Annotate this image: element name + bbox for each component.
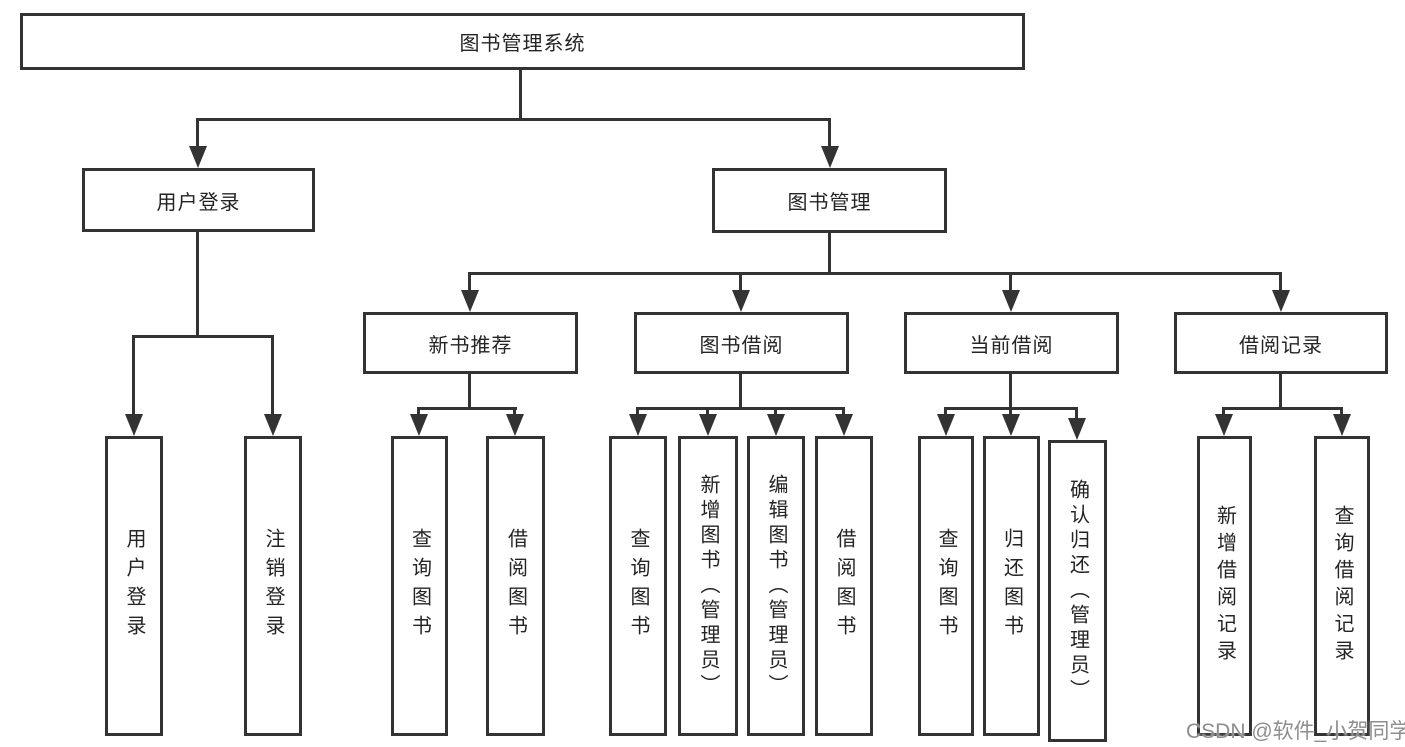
connector-line: [636, 407, 639, 418]
arrow-down-icon: [410, 414, 428, 436]
node-label: 图书管理: [787, 192, 872, 214]
connector-line: [637, 407, 845, 410]
connector-line: [469, 272, 1282, 275]
leaf-add-borrow-record: 新增借阅记录: [1197, 436, 1252, 736]
leaf-label: 归还图书: [1000, 528, 1023, 644]
leaf-query-books-borrow: 查询图书: [609, 436, 667, 736]
connector-line: [1279, 374, 1282, 409]
leaf-label: 编辑图书（管理员）: [765, 473, 787, 699]
node-label: 当前借阅: [969, 334, 1054, 357]
connector-line: [828, 233, 831, 274]
node-book-borrowing: 图书借阅: [634, 312, 849, 374]
connector-line: [774, 407, 777, 418]
connector-line: [1009, 407, 1012, 418]
leaf-label: 注销登录: [262, 528, 284, 644]
connector-line: [519, 70, 522, 120]
connector-line: [197, 118, 831, 121]
node-user-login: 用户登录: [82, 168, 315, 232]
arrow-down-icon: [1002, 290, 1020, 312]
connector-line: [133, 335, 274, 338]
node-current-borrowing: 当前借阅: [904, 312, 1119, 374]
connector-line: [1075, 407, 1078, 421]
connector-line: [1223, 407, 1343, 410]
connector-line: [468, 272, 471, 294]
leaf-label: 查询借阅记录: [1331, 505, 1353, 667]
arrow-down-icon: [264, 414, 282, 436]
connector-line: [513, 407, 516, 418]
connector-line: [417, 407, 420, 418]
connector-line: [1340, 407, 1343, 418]
csdn-watermark: CSDN @软件_小贺同学: [1186, 720, 1405, 743]
leaf-query-books-current: 查询图书: [918, 436, 974, 736]
arrow-down-icon: [937, 414, 955, 436]
connector-line: [1222, 407, 1225, 418]
node-label: 借阅记录: [1239, 334, 1323, 357]
node-book-management: 图书管理: [712, 168, 947, 233]
leaf-add-books-admin: 新增图书（管理员）: [678, 436, 738, 736]
arrow-down-icon: [1333, 414, 1351, 436]
leaf-user-login: 用户登录: [105, 436, 163, 736]
leaf-label: 确认归还（管理员）: [1066, 478, 1089, 704]
connector-line: [842, 407, 845, 418]
node-label: 图书管理系统: [459, 33, 586, 55]
arrow-down-icon: [767, 414, 785, 436]
arrow-down-icon: [1215, 414, 1233, 436]
arrow-down-icon: [732, 290, 750, 312]
connector-line: [271, 335, 274, 418]
node-label: 新书推荐: [428, 334, 513, 357]
arrow-down-icon: [125, 414, 143, 436]
leaf-query-borrow-record: 查询借阅记录: [1314, 436, 1370, 736]
connector-line: [196, 118, 199, 150]
connector-line: [706, 407, 709, 418]
connector-line: [828, 118, 831, 150]
leaf-confirm-return-admin: 确认归还（管理员）: [1048, 440, 1107, 742]
node-borrowing-records: 借阅记录: [1174, 312, 1388, 374]
leaf-label: 用户登录: [123, 528, 145, 644]
leaf-label: 新增借阅记录: [1213, 505, 1236, 667]
connector-line: [196, 232, 199, 337]
connector-line: [739, 374, 742, 409]
connector-line: [739, 272, 742, 294]
leaf-label: 查询图书: [935, 528, 957, 644]
node-new-book-recommendation: 新书推荐: [363, 312, 578, 374]
connector-line: [1009, 272, 1012, 294]
leaf-logout: 注销登录: [244, 436, 302, 736]
leaf-label: 查询图书: [627, 528, 649, 644]
arrow-down-icon: [1068, 418, 1086, 440]
node-label: 图书借阅: [699, 334, 784, 357]
leaf-borrow-books: 借阅图书: [815, 436, 873, 736]
connector-line: [468, 374, 471, 409]
leaf-borrow-books-recommend: 借阅图书: [486, 436, 545, 736]
leaf-label: 新增图书（管理员）: [697, 473, 719, 699]
arrow-down-icon: [189, 146, 207, 168]
connector-line: [944, 407, 947, 418]
arrow-down-icon: [1272, 290, 1290, 312]
leaf-label: 借阅图书: [833, 528, 855, 644]
arrow-down-icon: [835, 414, 853, 436]
leaf-query-books-recommend: 查询图书: [391, 436, 448, 736]
arrow-down-icon: [821, 146, 839, 168]
arrow-down-icon: [506, 414, 524, 436]
connector-line: [1279, 272, 1282, 294]
node-library-management-system: 图书管理系统: [20, 13, 1025, 70]
leaf-label: 查询图书: [408, 528, 431, 644]
connector-line: [132, 335, 135, 418]
connector-line: [418, 407, 517, 410]
node-label: 用户登录: [156, 191, 241, 214]
arrow-down-icon: [699, 414, 717, 436]
leaf-label: 借阅图书: [504, 528, 527, 644]
arrow-down-icon: [461, 290, 479, 312]
leaf-edit-books-admin: 编辑图书（管理员）: [747, 436, 805, 736]
connector-line: [1009, 374, 1012, 409]
leaf-return-books: 归还图书: [983, 436, 1040, 736]
arrow-down-icon: [1002, 414, 1020, 436]
arrow-down-icon: [629, 414, 647, 436]
